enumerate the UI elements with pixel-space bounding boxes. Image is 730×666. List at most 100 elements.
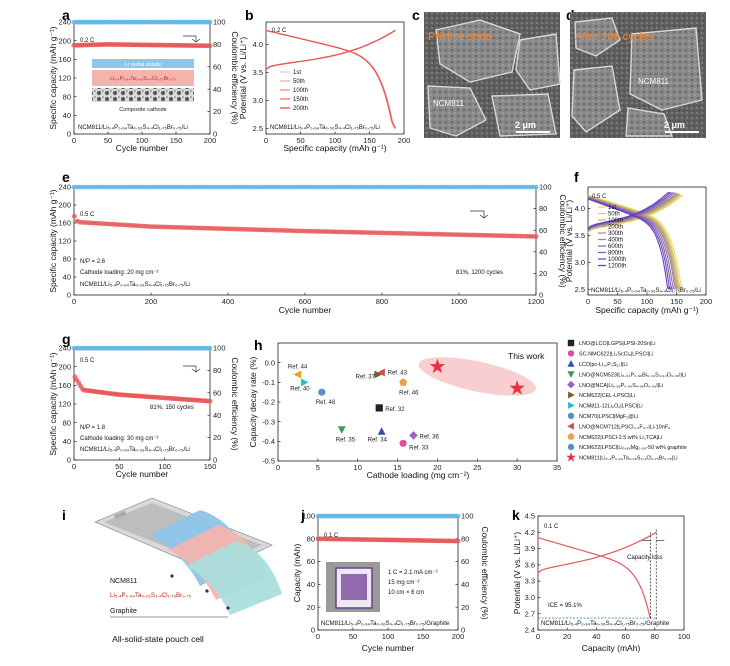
reference-label: Ref. 36 (420, 434, 440, 440)
y-tick-label: 3.5 (575, 231, 585, 240)
discharge-curve (265, 29, 396, 129)
x-axis-label: Specific capacity (mAh g⁻¹) (595, 305, 698, 315)
reference-label: Ref. 48 (316, 400, 336, 406)
data-series (315, 513, 461, 544)
y2-tick-label: 20 (461, 603, 469, 612)
particle (625, 107, 673, 137)
x-tick-label: 200 (398, 136, 411, 145)
legend-entry: 1st (293, 70, 301, 76)
cathode-loading: Cathode loading: 30 mg cm⁻² (80, 436, 159, 442)
panel-letter: k (512, 507, 520, 523)
capacity-point (207, 398, 213, 404)
y-axis-label: Specific capacity (mAh g⁻¹) (48, 26, 58, 129)
panel-letter: j (300, 507, 305, 523)
x-tick-label: 150 (363, 136, 376, 145)
arrow-icon (183, 35, 201, 43)
x-tick-label: 80 (651, 632, 659, 641)
y-axis-label: Potential (V vs. Li/Li⁺) (512, 532, 522, 615)
x-tick-label: 100 (329, 136, 342, 145)
data-series (537, 529, 665, 620)
anode-layer (186, 541, 282, 615)
li-anode-layer (92, 59, 194, 68)
legend: 1st50th100th200th300th400th600th800th100… (598, 205, 626, 270)
y-tick-label: -0.1 (262, 378, 275, 387)
legend-entry: LNO@NCM712|LPSCl₀.₃F₀.₇|Li-10nF₂ (579, 424, 670, 430)
legend-marker (567, 339, 575, 347)
y-tick-label: 160 (58, 219, 71, 228)
x-tick-label: 100 (678, 632, 691, 641)
x-tick-label: 0 (72, 297, 76, 306)
legend-entry: NCM811|Li₅.₄P₀.₉₄Ta₀.₀₆S₄.₄Cl₁.₇₅Br₀.₇₅|… (579, 456, 678, 462)
x-tick-label: 20 (433, 463, 441, 472)
panel-letter: e (62, 169, 70, 185)
data-series (71, 345, 213, 404)
legend-entry: NCM622|CEL-LPSCl|Li (579, 393, 635, 399)
y-axis-label: Capacity (mAh) (292, 544, 302, 603)
y-tick-label: -0.2 (262, 398, 275, 407)
capacity-point (71, 213, 77, 219)
plot-frame (265, 21, 405, 135)
y2-tick-label: 80 (213, 40, 221, 49)
legend-entry: NCM70|LPSCl|MgF₂@Li (579, 414, 638, 420)
y-tick-label: 0 (67, 291, 71, 300)
y2-tick-label: 40 (461, 580, 469, 589)
y-tick-label: 120 (58, 237, 71, 246)
y-tick-label: -0.3 (262, 417, 275, 426)
capacity-series (71, 42, 213, 49)
y-tick-label: 100 (302, 512, 315, 521)
this-work-point (509, 380, 525, 395)
legend-marker (567, 380, 575, 389)
reference-point (399, 439, 407, 447)
anode-label: Graphite (110, 608, 137, 615)
reference-label: Ref. 33 (409, 445, 429, 451)
tab-terminal (113, 510, 127, 520)
x-axis-label: Cathode loading (mg cm⁻²) (367, 470, 470, 480)
y-tick-label: 0 (67, 456, 71, 465)
y-tick-label: 80 (63, 92, 71, 101)
note: 15 mg cm⁻² (388, 580, 420, 586)
y-tick-label: 3.3 (525, 577, 535, 586)
x-tick-label: 100 (382, 632, 395, 641)
scale-bar-label: 2 μm (515, 120, 536, 130)
x-tick-label: 50 (349, 632, 357, 641)
y2-axis-label: Coulombic efficiency (%) (230, 357, 240, 451)
capacity-point (533, 234, 539, 239)
y-tick-label: 3.0 (575, 258, 585, 267)
y-tick-label: 120 (58, 74, 71, 83)
legend-entry: 1200th (608, 264, 626, 270)
legend-entry: 50th (608, 212, 620, 218)
reference-label: Ref. 40 (290, 386, 310, 392)
legend-entry: NCM811-12Li₂O₂|LPSCl|Li (579, 404, 643, 410)
y-tick-label: 160 (58, 55, 71, 64)
y-tick-label: -0.4 (262, 437, 275, 446)
legend-entry: 200th (608, 225, 623, 231)
data-series (71, 19, 213, 49)
legend-entry: NCM622|LPSCl|Li₀.₈₈Mg₀.₀₆-50 wt% graphit… (579, 445, 687, 451)
y2-tick-label: 20 (213, 433, 221, 442)
x-tick-label: 200 (204, 136, 217, 145)
cell-legend: NCM811/Li₅.₄P₀.₉₄Ta₀.₀₆S₄.₄Cl₁.₇₅Br₀.₇₅/… (321, 621, 450, 627)
legend-entry: LNO@NCA|Li₆.₉₈P₀.₉₄S₄.₉₈O₀.₀₆I|Li (579, 383, 663, 389)
cell-schematic-inset: Li metal anode Li₅.₄P₀.₉₄Ta₀.₀₆S₄.₄Cl₁.₇… (92, 59, 194, 113)
x-tick-label: 150 (417, 632, 430, 641)
y2-tick-label: 80 (539, 204, 547, 213)
panel-i: i NCM811 Li₅.₄P₀.₉₄Ta₀.₀₆S₄.₄Cl₁.₇₅Br₀.₇… (62, 497, 282, 644)
legend-entry: 600th (608, 244, 623, 250)
y-axis-label: Specific capacity (mAh g⁻¹) (48, 189, 58, 292)
scale-bar (665, 131, 699, 133)
reference-label: Ref. 37 (356, 374, 376, 380)
discharge-curve (265, 29, 396, 129)
x-tick-label: 25 (473, 463, 481, 472)
rate-label: 0.2 C (272, 28, 287, 34)
x-axis-label: Cycle number (116, 469, 169, 479)
plot-frame (537, 515, 685, 631)
y-tick-label: 40 (63, 273, 71, 282)
legend-entry: 300th (608, 231, 623, 237)
x-tick-label: 0 (586, 297, 590, 306)
y2-tick-label: 20 (539, 269, 547, 278)
